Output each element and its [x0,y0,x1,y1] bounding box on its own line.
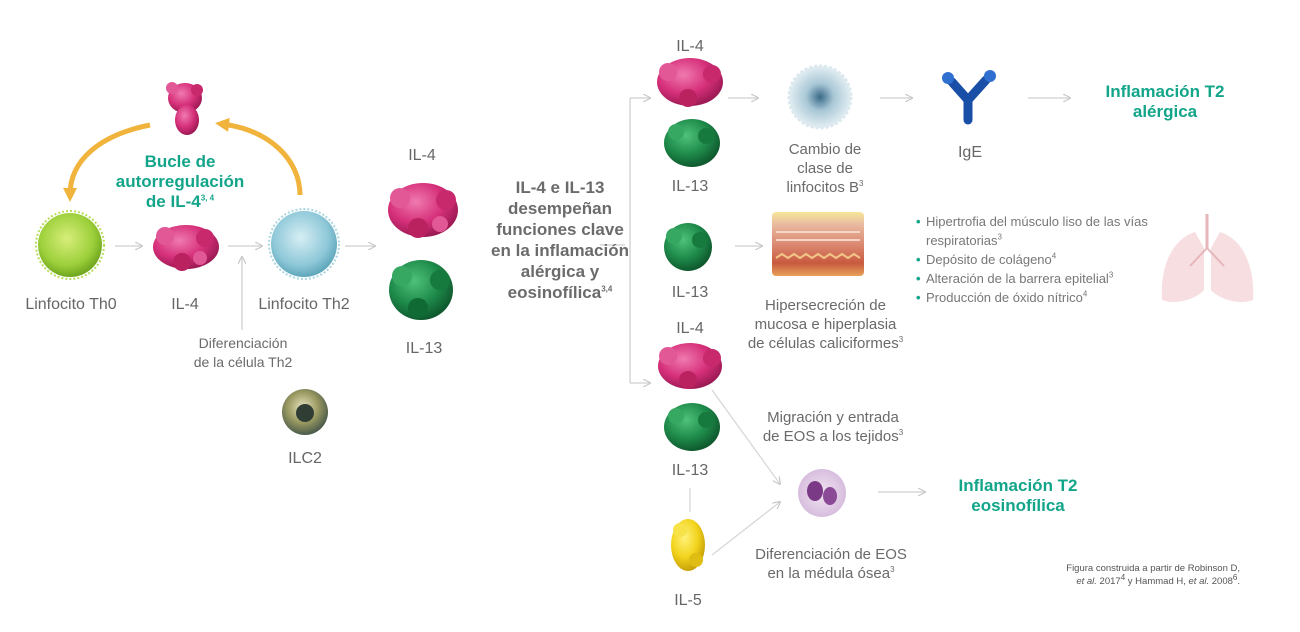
il4-label-row1: IL-4 [676,38,704,55]
outcome-allergic: Inflamación T2 alérgica [1085,82,1245,122]
ilc2-cell [282,389,328,435]
th0-label: Linfocito Th0 [25,296,117,313]
th2-diff-line1: Diferenciación [198,335,288,351]
airway-effect-item: Depósito de colágeno4 [916,250,1156,269]
il13-protein-row1 [664,119,720,167]
th0-cell [35,210,105,280]
ilc2-label: ILC2 [288,450,322,467]
ige-antibody [942,70,996,125]
arrow-row3-eos [711,389,780,484]
il13-protein-middle [389,260,453,320]
central-line5: alérgica y [520,262,600,281]
bcell-line2: clase de [797,160,853,177]
il4-label-middle: IL-4 [408,147,436,164]
il13-protein-row2 [664,223,712,271]
eos-diff-line1: Diferenciación de EOS [755,546,907,563]
il13-label-row1: IL-13 [671,178,709,195]
airway-tissue [772,212,864,276]
il4-protein-left [153,225,219,271]
il4-protein-row3 [658,343,722,389]
central-line1: IL-4 e IL-13 [515,178,605,197]
loop-title-line1: Bucle de [144,152,216,171]
mucus-hypersecretion-label: Hipersecreción de mucosa e hiperplasia d… [738,296,913,353]
airway-effect-item: Hipertrofia del músculo liso de las vías… [916,212,1156,250]
lungs-illustration [1161,214,1254,302]
mucus-line1: Hipersecreción de [765,297,886,314]
bcell-line1: Cambio de [788,141,862,158]
th2-cell [268,208,340,280]
footnote-line2: et al. 20174 y Hammad H, et al. 20086. [1076,572,1240,587]
central-statement: IL-4 e IL-13 desempeñan funciones clave … [490,177,630,303]
il4-protein-top [166,82,203,135]
th2-label: Linfocito Th2 [258,296,350,313]
central-line4: en la inflamación [491,241,629,260]
migration-line2: de EOS a los tejidos3 [762,428,904,445]
ige-label: IgE [957,144,982,161]
bcell-class-switch-label: Cambio de clase de linfocitos B3 [765,140,885,197]
airway-effects-list: Hipertrofia del músculo liso de las vías… [916,212,1156,307]
central-line6: eosinofílica3,4 [507,283,613,302]
il4-protein-row1 [657,58,723,107]
eosinophil [798,469,846,517]
mucus-line3: de células caliciformes3 [747,335,904,352]
eos-migration-label: Migración y entrada de EOS a los tejidos… [758,408,908,446]
central-line2: desempeñan [508,199,612,218]
th2-diff-line2: de la célula Th2 [193,354,293,370]
outcome-allergic-line1: Inflamación T2 [1105,82,1225,101]
mucus-line2: mucosa e hiperplasia [754,316,897,333]
figure-source-footnote: Figura construida a partir de Robinson D… [1020,562,1240,588]
outcome-allergic-line2: alérgica [1132,102,1198,121]
bcell [787,64,853,130]
footnote-line1: Figura construida a partir de Robinson D… [1066,563,1240,574]
arrow-il5-eos [711,502,780,556]
loop-title-line3: de IL-43, 4 [145,192,215,211]
il13-label-middle: IL-13 [405,340,443,357]
migration-line1: Migración y entrada [767,409,899,426]
central-line3: funciones clave [496,220,624,239]
il13-label-row2: IL-13 [671,284,709,301]
il4-label-row3: IL-4 [676,320,704,337]
airway-effect-item: Alteración de la barrera epitelial3 [916,269,1156,288]
bcell-line3: linfocitos B3 [786,179,864,196]
loop-arrow-left [63,122,151,202]
loop-title: Bucle de autorregulación de IL-43, 4 [100,152,260,212]
loop-title-line2: autorregulación [115,172,245,191]
il5-label: IL-5 [674,592,702,609]
il13-protein-row3 [664,403,720,451]
outcome-eos-line1: Inflamación T2 [958,476,1078,495]
outcome-eosinophilic: Inflamación T2 eosinofílica [938,476,1098,516]
loop-arrow-right [215,117,303,196]
airway-effect-item: Producción de óxido nítrico4 [916,288,1156,307]
eos-differentiation-label: Diferenciación de EOS en la médula ósea3 [745,545,917,583]
il13-label-row3: IL-13 [671,462,709,479]
th2-differentiation-label: Diferenciación de la célula Th2 [178,334,308,372]
eos-diff-line2: en la médula ósea3 [767,565,895,582]
outcome-eos-line2: eosinofílica [971,496,1065,515]
il5-protein [671,519,705,571]
il4-protein-middle [388,183,458,238]
il4-label-left: IL-4 [171,296,199,313]
